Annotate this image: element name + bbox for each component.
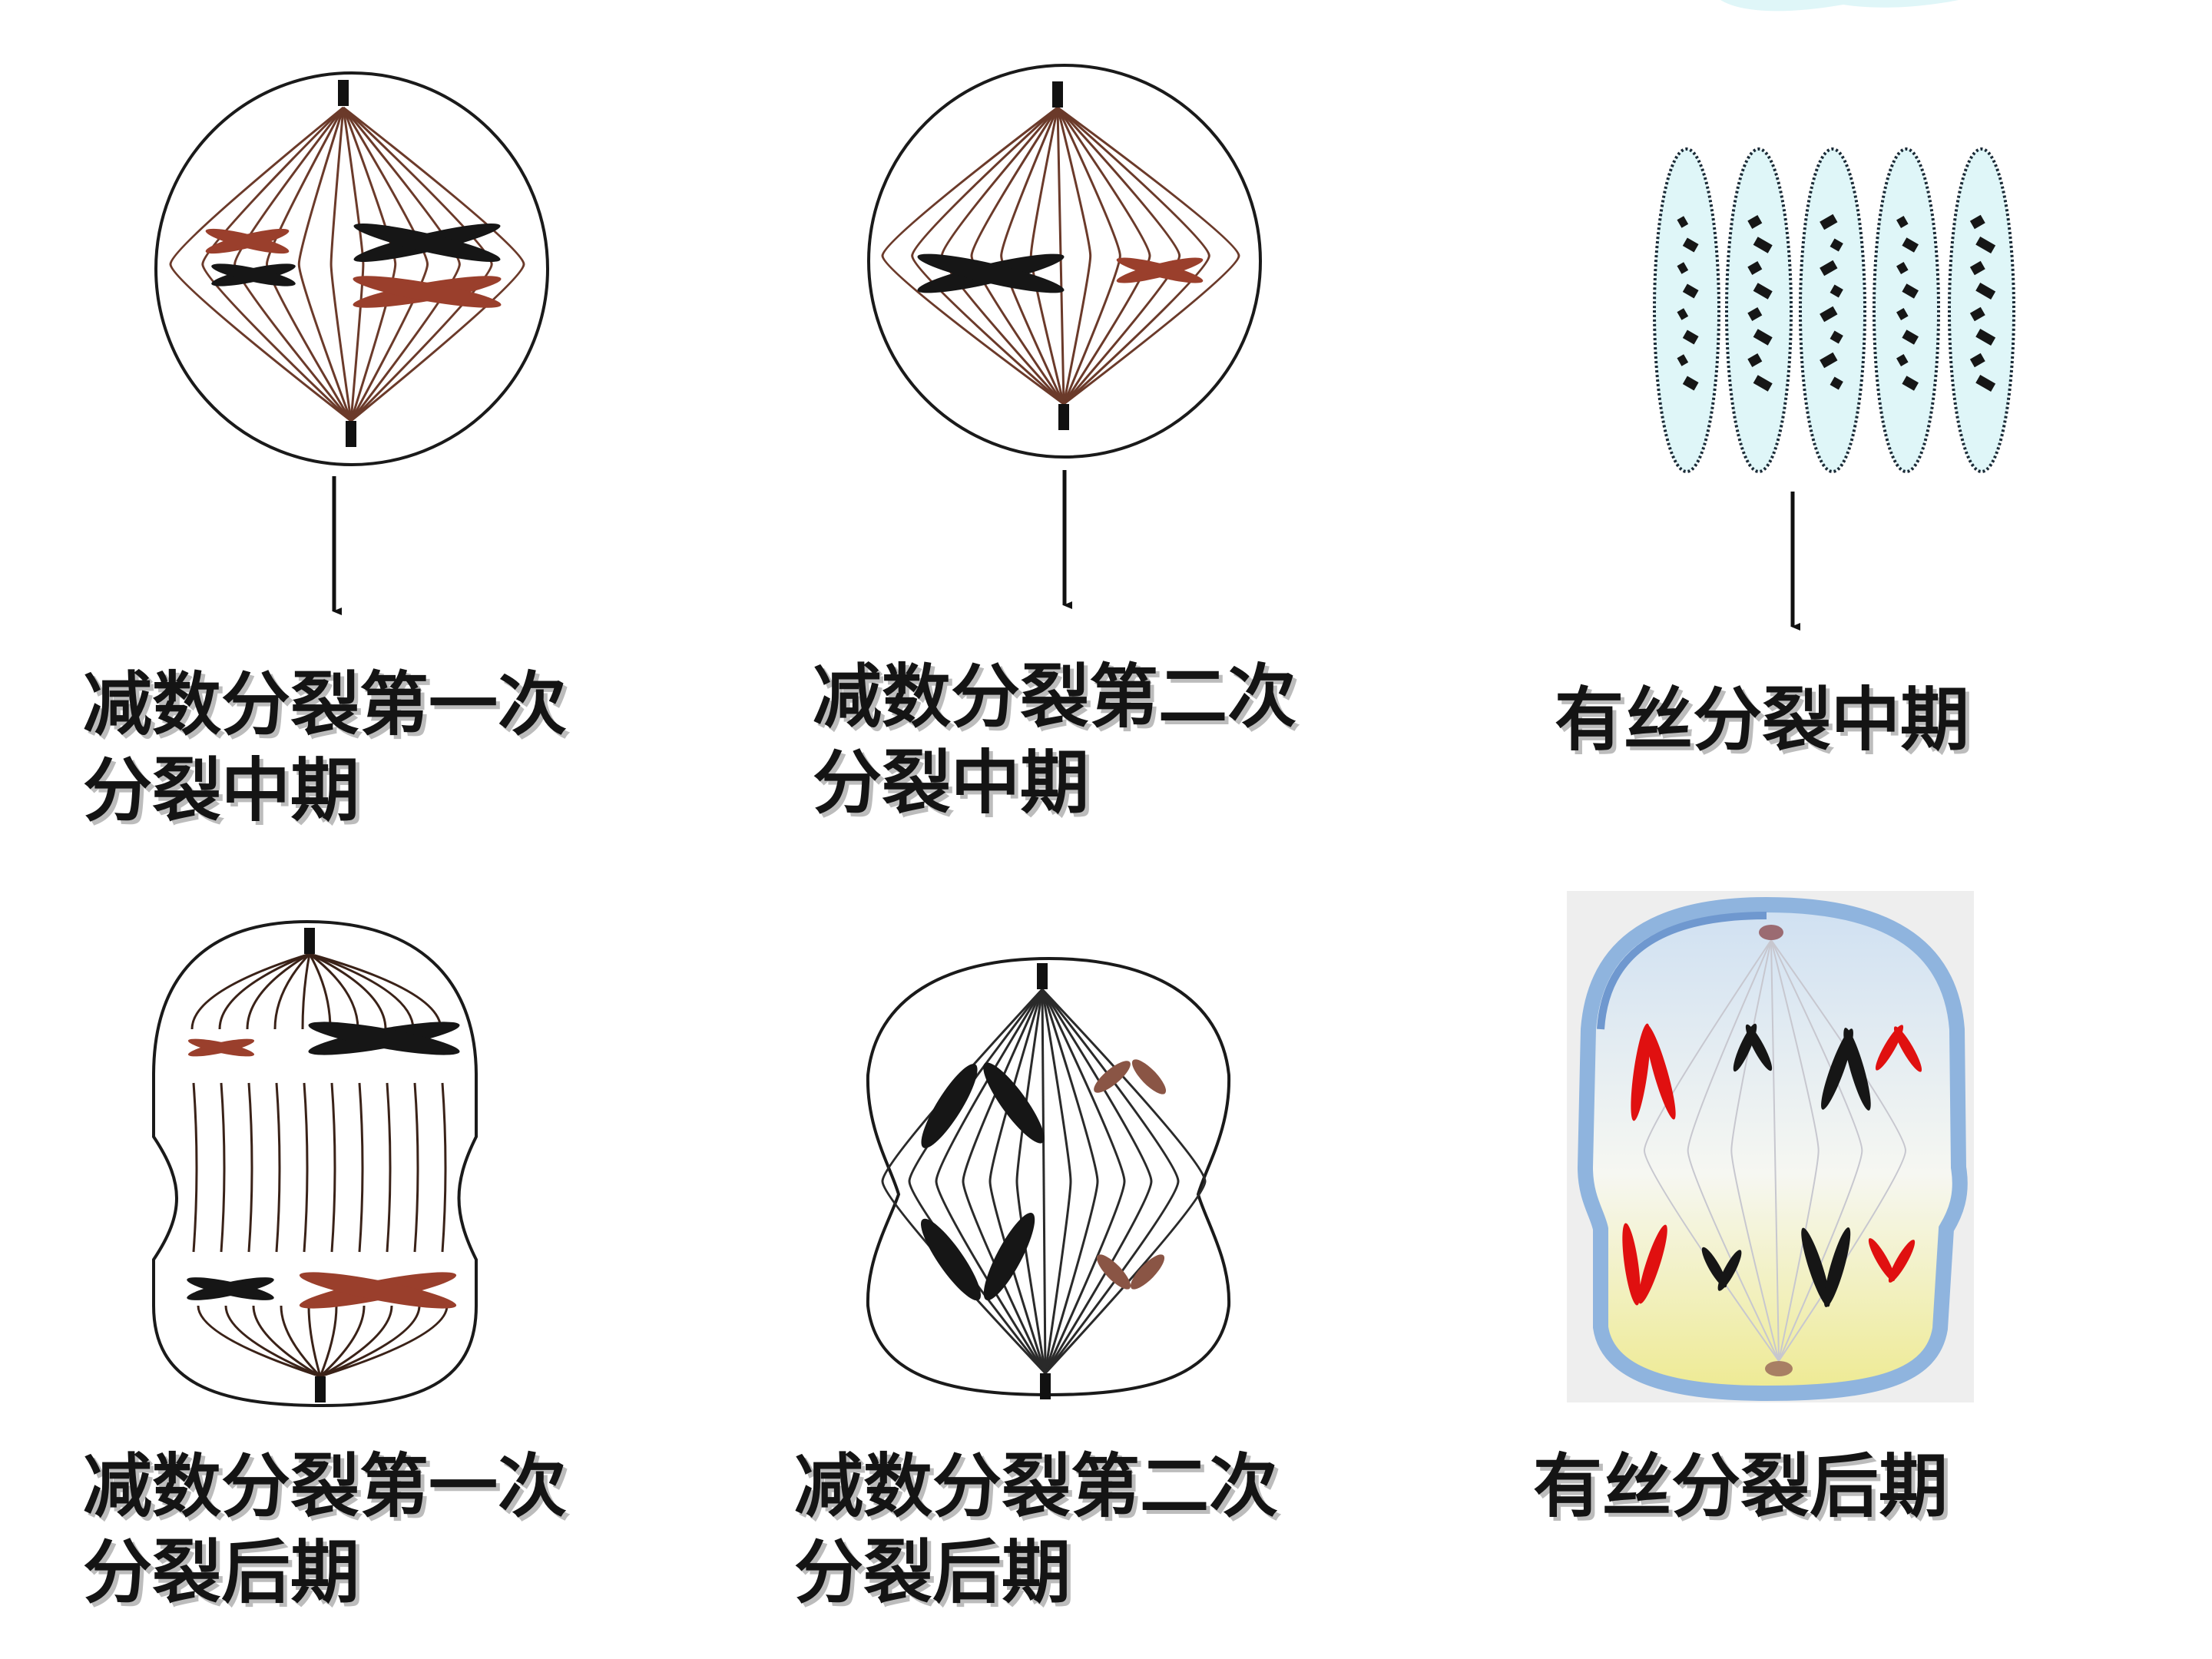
dark-dyad-top (308, 1022, 460, 1055)
dark-dyad-bottom (187, 1277, 274, 1300)
brown-chromosome (1116, 257, 1204, 283)
brown-chromatids-bottom (1096, 1254, 1165, 1290)
brown-chromatids-top (1094, 1059, 1167, 1094)
caption-meiosis-2-metaphase: 减数分裂第二次 分裂中期 (813, 654, 1296, 826)
dark-chromatids-bottom (921, 1212, 1035, 1301)
dark-tetrad-small (211, 263, 296, 286)
spindle-fibers (881, 106, 1240, 406)
caption-line: 分裂中期 (83, 750, 359, 831)
dark-chromosome (917, 253, 1065, 293)
meiosis-1-anaphase-cell (152, 919, 478, 1408)
centriole-top (1037, 963, 1048, 989)
mitosis-cell-4 (1873, 147, 1940, 473)
mitosis-anaphase-cell (1567, 891, 1974, 1402)
brown-dyad-bottom (299, 1272, 457, 1309)
mitosis-cell-3 (1799, 147, 1866, 473)
meiosis-1-metaphase-cell (154, 71, 549, 466)
centriole-bottom (1058, 404, 1069, 430)
chromosomes-top (1631, 1023, 1922, 1121)
caption-mitosis-metaphase: 有丝分裂中期 (1555, 677, 1969, 763)
pole-bottom (1765, 1361, 1793, 1376)
centriole-top (1052, 81, 1063, 108)
caption-line: 分裂后期 (83, 1532, 359, 1613)
dark-tetrad-large (353, 224, 501, 262)
centriole-bottom (315, 1376, 326, 1402)
caption-line: 减数分裂第二次 (813, 657, 1296, 737)
centriole-top (338, 80, 349, 106)
caption-line: 有丝分裂中期 (1555, 680, 1969, 760)
mitosis-cell-2 (1725, 147, 1793, 473)
pole-top (1759, 925, 1783, 940)
caption-line: 分裂中期 (813, 743, 1089, 823)
meiosis-2-anaphase-cell (866, 956, 1231, 1399)
centriole-top (304, 928, 315, 954)
mitosis-metaphase-series (1653, 0, 2015, 473)
mitosis-cell-5 (1948, 147, 2015, 473)
chromosomes-bottom (1622, 1223, 1916, 1307)
meiosis-2-metaphase-cell (867, 64, 1262, 459)
caption-line: 减数分裂第二次 (794, 1446, 1278, 1527)
caption-meiosis-2-anaphase: 减数分裂第二次 分裂后期 (794, 1444, 1278, 1616)
centriole-bottom (1040, 1373, 1051, 1399)
mitosis-cell-1 (1653, 147, 1720, 473)
brown-dyad-top (187, 1038, 255, 1057)
brown-tetrad (205, 228, 290, 254)
caption-mitosis-anaphase: 有丝分裂后期 (1533, 1444, 1948, 1530)
caption-line: 有丝分裂后期 (1533, 1446, 1948, 1527)
dark-chromatids-top (921, 1062, 1045, 1148)
caption-meiosis-1-anaphase: 减数分裂第一次 分裂后期 (83, 1444, 567, 1616)
caption-line: 减数分裂第一次 (83, 1446, 567, 1527)
mitosis-top-fragment (1720, 0, 1959, 12)
centriole-bottom (346, 421, 356, 447)
caption-line: 分裂后期 (794, 1532, 1071, 1613)
caption-line: 减数分裂第一次 (83, 664, 567, 745)
caption-meiosis-1-metaphase: 减数分裂第一次 分裂中期 (83, 662, 567, 834)
spindle-fibers (190, 952, 449, 1378)
spindle-fibers (169, 106, 525, 422)
brown-tetrad-large (353, 276, 502, 308)
